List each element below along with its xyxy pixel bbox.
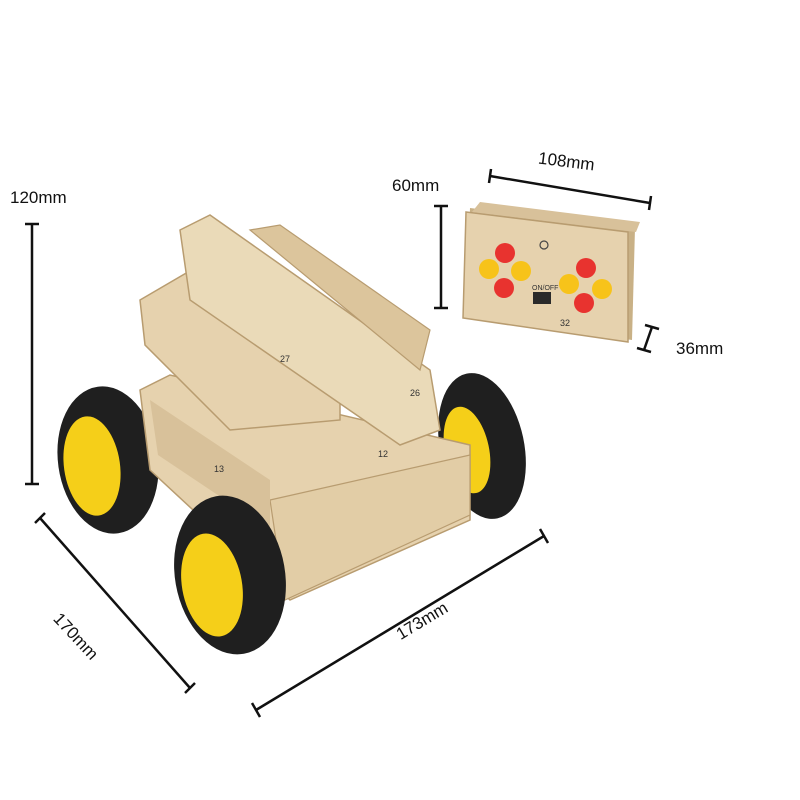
car-wheel-back-left <box>57 386 159 534</box>
width-dimension-line <box>250 528 550 718</box>
wooden-car: 27 26 12 13 <box>57 214 526 655</box>
antenna-icon <box>539 240 549 250</box>
remote-depth-label: 36mm <box>676 339 724 358</box>
remote-height-dimension-line <box>434 204 448 310</box>
remote-left-dpad <box>479 243 531 298</box>
remote-height-label: 60mm <box>392 176 440 195</box>
depth-dimension-line <box>34 512 196 694</box>
remote-depth-dimension-line <box>636 323 660 354</box>
car-height-label: 120mm <box>10 188 67 207</box>
car-wheel-front-left <box>174 495 286 655</box>
height-dimension-line <box>25 222 39 486</box>
dimension-lines <box>25 168 660 718</box>
remote-number-label: 32 <box>560 318 570 328</box>
remote-controller: ON/OFF 32 <box>462 202 640 343</box>
remote-power-switch <box>533 292 551 304</box>
car-part-number: 13 <box>214 464 224 474</box>
car-part-number: 26 <box>410 388 420 398</box>
remote-right-dpad <box>559 258 612 313</box>
car-part-number: 12 <box>378 449 388 459</box>
remote-switch-label: ON/OFF <box>532 285 558 292</box>
car-part-number: 27 <box>280 354 290 364</box>
remote-width-dimension-line <box>487 168 653 211</box>
